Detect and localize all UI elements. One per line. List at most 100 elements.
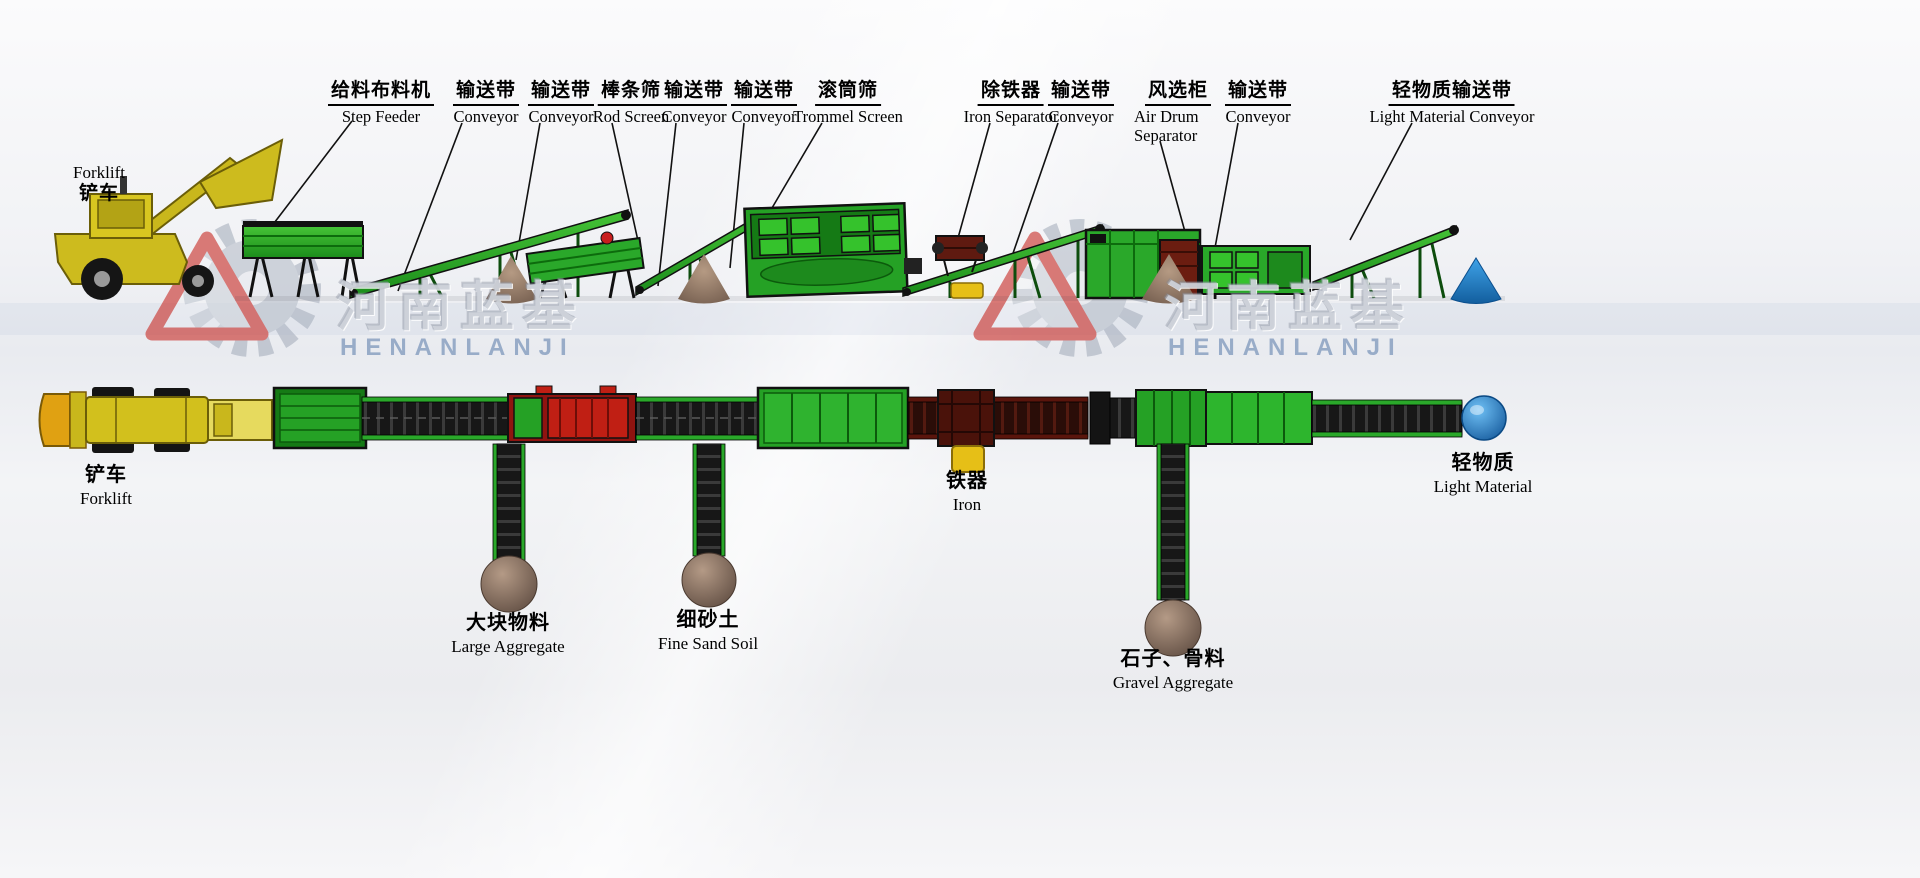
callout-cn: 输送带 xyxy=(527,80,595,106)
callout-cn: 输送带 xyxy=(1047,80,1115,106)
callout-en: Iron Separator xyxy=(963,106,1059,126)
output-label-large-aggregate: 大块物料 Large Aggregate xyxy=(451,612,564,657)
trommel-screen-machine xyxy=(743,201,922,299)
branch-conveyor-gravel xyxy=(1144,443,1202,657)
callout-iron-separator: 除铁器 Iron Separator xyxy=(964,80,1059,127)
trommel-plan xyxy=(756,386,910,450)
conveyor-1-machine xyxy=(349,209,631,299)
callout-cn: 给料布料机 xyxy=(327,80,435,106)
callout-cn: 除铁器 xyxy=(977,80,1044,106)
output-cn: 石子、骨料 xyxy=(1120,648,1226,670)
callout-conveyor-4: 输送带 Conveyor xyxy=(730,80,798,127)
branch-conveyor-large-aggregate xyxy=(480,443,538,613)
callout-en: Conveyor xyxy=(1048,106,1114,126)
step-feeder-machine xyxy=(242,221,364,298)
forklift-label-en: Forklift xyxy=(73,163,125,182)
material-pile-3 xyxy=(1142,254,1196,304)
output-cn: 细砂土 xyxy=(676,609,740,631)
output-en: Large Aggregate xyxy=(451,637,565,656)
callout-light-material-conveyor: 轻物质输送带 Light Material Conveyor xyxy=(1370,80,1535,127)
output-en: Iron xyxy=(952,495,982,514)
conveyor-plan-4 xyxy=(1311,399,1463,438)
output-cn: 铁器 xyxy=(946,470,988,492)
iron-piece-side xyxy=(950,282,984,299)
air-separator-plan xyxy=(1089,389,1313,447)
step-feeder-plan xyxy=(272,386,368,450)
callout-conveyor-1: 输送带 Conveyor xyxy=(452,80,520,127)
conveyor-plan-2 xyxy=(635,396,759,441)
forklift-plan-machine xyxy=(38,387,273,453)
conveyor-3-machine xyxy=(902,223,1105,299)
material-pile-2 xyxy=(678,254,730,304)
callout-en: Trommel Screen xyxy=(793,106,903,126)
callout-en: Rod Screen xyxy=(592,106,670,126)
conveyor-plan-3 xyxy=(907,396,1089,440)
callout-en: Air Drum Separator xyxy=(1134,106,1199,145)
output-cn: 大块物料 xyxy=(465,612,550,634)
rod-screen-machine xyxy=(525,231,645,299)
sphere-highlight xyxy=(1470,405,1484,415)
material-pile-1 xyxy=(486,256,537,304)
callout-en: Conveyor xyxy=(1225,106,1291,126)
background-band xyxy=(0,303,1920,335)
callout-step-feeder: 给料布料机 Step Feeder xyxy=(327,80,435,127)
ground-shadow xyxy=(235,296,1505,301)
rod-screen-motor xyxy=(600,231,614,245)
light-material-output xyxy=(1461,395,1507,441)
air-drum-separator-machine xyxy=(1084,228,1202,300)
large-aggregate-pile xyxy=(480,555,538,613)
callout-en: Conveyor xyxy=(528,106,594,126)
output-en: Gravel Aggregate xyxy=(1112,673,1234,692)
callout-air-drum-separator: 风选柜 Air Drum Separator xyxy=(1134,80,1222,146)
callout-conveyor-2: 输送带 Conveyor xyxy=(527,80,595,127)
output-en: Light Material xyxy=(1433,477,1533,496)
iron-separator-plan xyxy=(937,389,995,447)
forklift-plan-en: Forklift xyxy=(80,489,132,508)
output-label-gravel-aggregate: 石子、骨料 Gravel Aggregate xyxy=(1113,648,1233,693)
trommel-motor xyxy=(904,258,922,274)
forklift-side-machine xyxy=(53,138,284,300)
output-label-fine-sand-soil: 细砂土 Fine Sand Soil xyxy=(658,609,758,654)
callout-cn: 风选柜 xyxy=(1144,80,1211,106)
watermark-brand-en: HENANLANJI xyxy=(340,334,575,361)
output-label-iron: 铁器 Iron xyxy=(946,470,988,515)
iron-separator-machine xyxy=(932,235,988,277)
watermark-brand-cn-2: 河南蓝基 xyxy=(1164,277,1412,337)
callout-cn: 输送带 xyxy=(1224,80,1292,106)
output-cn: 轻物质 xyxy=(1451,452,1515,474)
callout-cn: 棒条筛 xyxy=(597,80,664,106)
iron-output xyxy=(951,445,985,473)
callout-en: Conveyor xyxy=(453,106,519,126)
conveyor-plan-1 xyxy=(361,396,515,441)
callout-en: Light Material Conveyor xyxy=(1369,106,1535,126)
callout-cn: 输送带 xyxy=(660,80,728,106)
callout-cn: 输送带 xyxy=(452,80,520,106)
forklift-label-cn: 铲车 xyxy=(78,182,120,204)
trommel-drum xyxy=(759,258,894,286)
forklift-label-plan: 铲车 Forklift xyxy=(80,464,132,509)
callout-cn: 轻物质输送带 xyxy=(1388,80,1515,106)
callout-conveyor-5: 输送带 Conveyor xyxy=(1047,80,1115,127)
callout-en: Conveyor xyxy=(661,106,727,126)
light-material-pile-side xyxy=(1450,257,1502,304)
callout-trommel-screen: 滚筒筛 Trommel Screen xyxy=(793,80,903,127)
callout-conveyor-3: 输送带 Conveyor xyxy=(660,80,728,127)
callout-en: Conveyor xyxy=(731,106,797,126)
watermark-brand-en-2: HENANLANJI xyxy=(1168,334,1403,361)
rod-screen-plan xyxy=(507,385,637,443)
callout-rod-screen: 棒条筛 Rod Screen xyxy=(593,80,670,127)
callout-en: Step Feeder xyxy=(341,106,421,126)
callout-cn: 滚筒筛 xyxy=(814,80,881,106)
forklift-bucket xyxy=(198,138,284,210)
branch-conveyor-fine-sand xyxy=(681,443,737,608)
watermark-brand-cn: 河南蓝基 xyxy=(336,277,584,337)
callout-conveyor-6: 输送带 Conveyor xyxy=(1224,80,1292,127)
output-label-light-material: 轻物质 Light Material xyxy=(1434,452,1533,497)
output-en: Fine Sand Soil xyxy=(657,634,759,653)
fine-sand-pile xyxy=(681,552,737,608)
callout-leader-lines xyxy=(267,120,1413,292)
forklift-plan-cn: 铲车 xyxy=(84,464,127,486)
separator-discharge-unit xyxy=(1201,245,1311,299)
